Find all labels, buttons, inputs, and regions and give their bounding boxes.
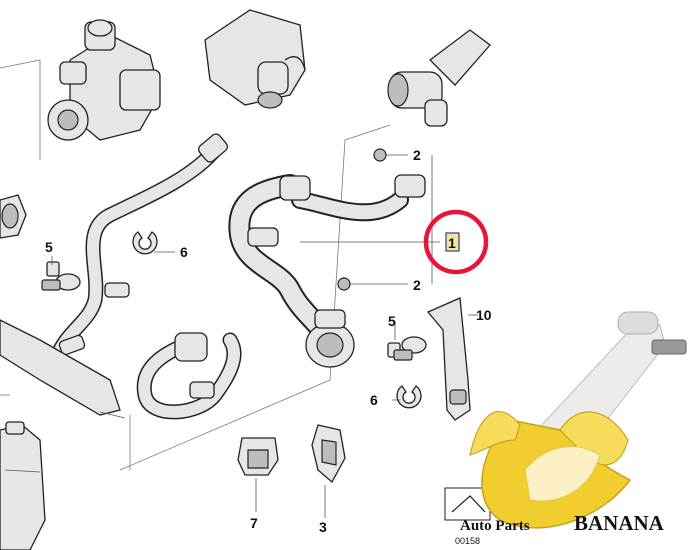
reference-code: 00158: [455, 536, 480, 546]
lower-radiator-hose: [52, 133, 228, 358]
callout-part-6-right: 6: [370, 392, 378, 408]
expansion-tank: [0, 421, 46, 550]
assembly-frame: [0, 59, 391, 471]
bleed-screw-left: [41, 261, 81, 291]
seal-ring-left: [132, 231, 158, 255]
callout-part-6-left: 6: [180, 244, 188, 260]
mounting-rail: [0, 319, 126, 419]
main-coolant-hose: [228, 174, 426, 368]
bleed-screw-right: [387, 336, 427, 361]
banana-logo: [469, 311, 687, 529]
bypass-hose: [136, 332, 242, 420]
reference-mark: 00158: [444, 487, 491, 546]
water-pump-bracket: [204, 9, 306, 109]
expansion-neck-connector: [387, 29, 491, 127]
highlight-ring: [423, 209, 489, 275]
callout-part-2-bottom: 2: [413, 277, 421, 293]
callout-part-3: 3: [319, 519, 327, 535]
highlight-marker: 1: [423, 209, 489, 275]
callout-part-5-right: 5: [388, 313, 396, 329]
callout-part-1[interactable]: 1: [448, 235, 456, 251]
callout-part-5-left: 5: [45, 239, 53, 255]
watermark-brand: BANANA: [574, 511, 665, 535]
hose-bracket: [426, 297, 471, 421]
watermark-text: Auto Parts BANANA: [460, 511, 665, 535]
watermark-prefix: Auto Parts: [460, 518, 530, 534]
hose-clip-7: [237, 437, 279, 476]
bolt-bottom: [337, 277, 351, 291]
highlight-box: [445, 232, 460, 252]
seal-ring-right: [396, 385, 422, 409]
callout-labels: 2 2 5 5 6 6 10 7 3: [45, 147, 492, 535]
callout-part-2-top: 2: [413, 147, 421, 163]
bolt-top: [373, 148, 387, 162]
callout-part-7: 7: [250, 515, 258, 531]
hose-clip-3: [311, 424, 346, 484]
callout-part-10: 10: [476, 307, 492, 323]
thermostat-housing: [47, 19, 161, 141]
left-hose-connector: [0, 194, 27, 239]
